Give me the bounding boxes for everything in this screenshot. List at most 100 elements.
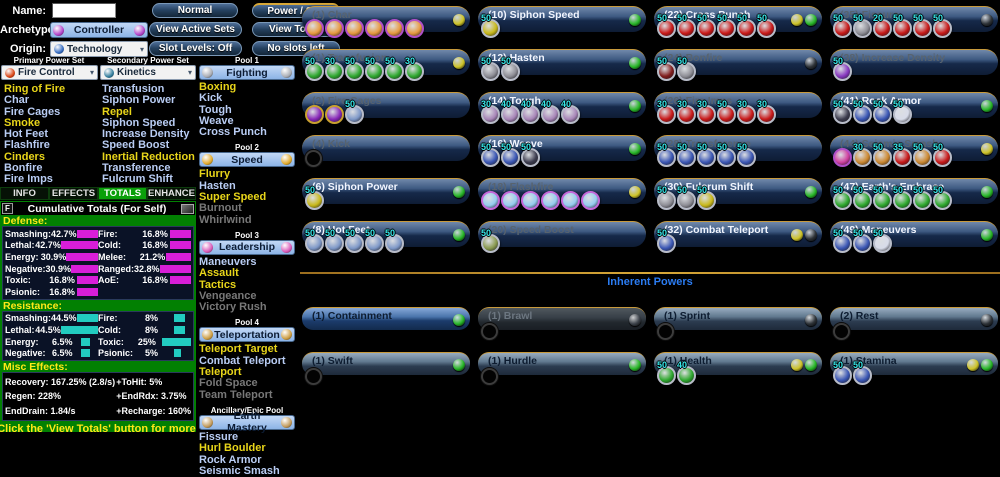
enhancement-slot[interactable]: 50	[345, 56, 364, 81]
enhancement-slot[interactable]: 50	[913, 142, 932, 167]
enhancement-slot[interactable]: 50	[657, 360, 676, 385]
enhancement-slot[interactable]: 50	[385, 56, 404, 81]
enhancement-slot[interactable]: 50	[697, 142, 716, 167]
power-list-item[interactable]: Repel	[102, 105, 132, 118]
enhancement-slot[interactable]: 50	[913, 185, 932, 210]
enhancement-slot[interactable]: 50	[305, 56, 324, 81]
enhancement-slot[interactable]: 50	[833, 360, 852, 385]
enhancement-slot[interactable]: 40	[677, 360, 696, 385]
enhancement-slot[interactable]	[385, 19, 404, 38]
enhancement-slot[interactable]: 50	[853, 13, 872, 38]
power-entry[interactable]: (1) Hurdle	[478, 352, 646, 394]
view-active-sets-button[interactable]: View Active Sets	[149, 22, 242, 37]
enhancement-slot[interactable]	[833, 323, 850, 340]
power-bar[interactable]: (10) Siphon Speed	[478, 6, 646, 32]
power-list-item[interactable]: Hot Feet	[4, 128, 48, 141]
power-list-item[interactable]: Seismic Smash	[199, 464, 280, 477]
enhancement-slot[interactable]: 40	[501, 99, 520, 124]
enhancement-slot[interactable]	[405, 19, 424, 38]
enhancement-slot[interactable]: 50	[345, 228, 364, 253]
enhancement-slot[interactable]	[581, 191, 600, 210]
enhancement-slot[interactable]: 50	[873, 99, 892, 124]
enhancement-slot[interactable]: 50	[481, 56, 500, 81]
power-list-item[interactable]: Teleport Target	[199, 343, 278, 356]
enhancement-slot[interactable]	[481, 323, 498, 340]
power-bar[interactable]: (1) Swift	[302, 352, 470, 375]
enhancement-slot[interactable]	[325, 19, 344, 38]
enhancement-slot[interactable]: 50	[501, 56, 520, 81]
power-list-item[interactable]: Boxing	[199, 81, 237, 93]
power-list-item[interactable]: Rock Armor	[199, 453, 262, 466]
power-list-item[interactable]: Teleport	[199, 366, 242, 379]
enhancement-slot[interactable]	[541, 191, 560, 210]
pool-select[interactable]: Teleportation	[199, 327, 295, 343]
enhancement-slot[interactable]: 50	[657, 228, 676, 253]
tab-totals[interactable]: TOTALS	[98, 187, 147, 200]
origin-select[interactable]: Technology ▾	[50, 41, 148, 57]
power-list-item[interactable]: Cross Punch	[199, 126, 267, 139]
enhancement-slot[interactable]: 35	[893, 142, 912, 167]
enhancement-slot[interactable]: 50	[933, 185, 952, 210]
power-list-item[interactable]: Super Speed	[199, 191, 267, 204]
enhancement-slot[interactable]: 50	[833, 13, 852, 38]
enhancement-slot[interactable]	[833, 148, 852, 167]
power-bar[interactable]: (1) Containment	[302, 307, 470, 330]
power-list-item[interactable]: Fold Space	[199, 377, 258, 390]
enhancement-slot[interactable]: 50	[481, 142, 500, 167]
power-bar[interactable]: (1) Health	[654, 352, 822, 375]
power-list-item[interactable]: Fire Cages	[4, 105, 61, 118]
enhancement-slot[interactable]	[305, 150, 322, 167]
power-list-item[interactable]: Tough	[199, 103, 232, 116]
enhancement-slot[interactable]: 50	[873, 228, 892, 253]
enhancement-slot[interactable]: 50	[481, 228, 500, 253]
power-list-item[interactable]: Kick	[199, 92, 223, 105]
enhancement-slot[interactable]: 50	[325, 228, 344, 253]
enhancement-slot[interactable]: 50	[833, 56, 852, 81]
f-button[interactable]: F	[2, 203, 13, 214]
power-list-item[interactable]: Team Teleport	[199, 388, 273, 401]
power-bar[interactable]: (32) Combat Teleport	[654, 221, 822, 247]
power-bar[interactable]: (2) Rest	[830, 307, 998, 330]
enhancement-slot[interactable]: 50	[677, 56, 696, 81]
pool-select[interactable]: Speed	[199, 152, 295, 168]
enhancement-slot[interactable]: 30	[405, 56, 424, 81]
enhancement-slot[interactable]: 40	[561, 99, 580, 124]
tab-info[interactable]: INFO	[0, 187, 49, 200]
power-entry[interactable]: (1) Char	[302, 6, 470, 48]
power-list-item[interactable]: Cinders	[4, 150, 45, 163]
enhancement-slot[interactable]: 30	[737, 99, 756, 124]
power-entry[interactable]: (4) Kick	[302, 135, 470, 177]
enhancement-slot[interactable]: 50	[521, 142, 540, 167]
enhancement-slot[interactable]	[305, 368, 322, 385]
enhancement-slot[interactable]	[501, 191, 520, 210]
power-list-item[interactable]: Smoke	[4, 116, 41, 129]
enhancement-slot[interactable]: 40	[541, 99, 560, 124]
power-list-item[interactable]: Transfusion	[102, 83, 165, 95]
enhancement-slot[interactable]: 50	[757, 13, 776, 38]
enhancement-slot[interactable]: 50	[345, 99, 364, 124]
power-list-item[interactable]: Char	[4, 94, 30, 107]
power-bar[interactable]: (38) Increase Density	[830, 49, 998, 75]
power-list-item[interactable]: Ring of Fire	[4, 83, 66, 95]
pool-select[interactable]: Leadership	[199, 239, 295, 255]
slot-levels-button[interactable]: Slot Levels: Off	[149, 41, 242, 56]
enhancement-slot[interactable]: 50	[893, 185, 912, 210]
enhancement-slot[interactable]: 50	[737, 13, 756, 38]
power-list-item[interactable]: Flashfire	[4, 139, 50, 152]
enhancement-slot[interactable]: 50	[365, 228, 384, 253]
power-list-item[interactable]: Bonfire	[4, 162, 43, 175]
pool-select[interactable]: Earth Mastery	[199, 410, 295, 434]
enhancement-slot[interactable]: 50	[933, 13, 952, 38]
enhancement-slot[interactable]: 50	[853, 185, 872, 210]
enhancement-slot[interactable]	[305, 105, 324, 124]
enhancement-slot[interactable]: 30	[697, 99, 716, 124]
